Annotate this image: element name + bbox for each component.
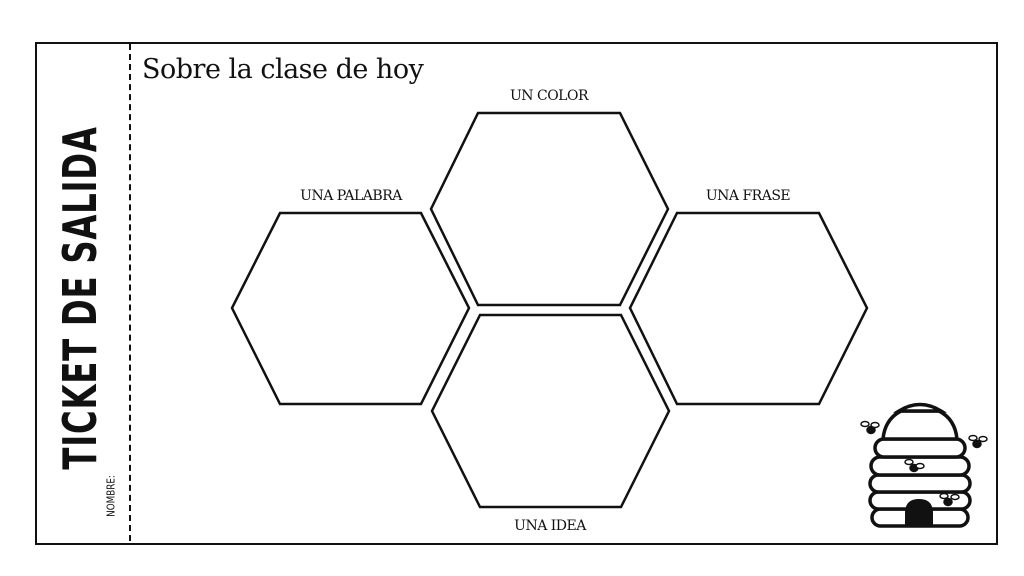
bee-icon bbox=[904, 458, 925, 473]
label-un-color: UN COLOR bbox=[509, 88, 589, 104]
hexagon-una-idea[interactable] bbox=[430, 313, 671, 509]
exit-ticket-frame bbox=[35, 42, 998, 545]
label-una-frase: UNA FRASE bbox=[705, 188, 791, 204]
hexagon-una-frase[interactable] bbox=[628, 211, 869, 406]
hexagon-una-palabra[interactable] bbox=[230, 211, 471, 406]
bee-icon bbox=[860, 420, 880, 435]
hexagon-un-color[interactable] bbox=[429, 111, 670, 307]
bee-icon bbox=[968, 434, 988, 449]
label-una-idea: UNA IDEA bbox=[514, 518, 586, 534]
label-una-palabra: UNA PALABRA bbox=[300, 188, 402, 204]
bee-icon bbox=[939, 492, 960, 507]
beehive-icon bbox=[860, 402, 988, 528]
page-subtitle: Sobre la clase de hoy bbox=[142, 54, 424, 85]
cut-line-divider bbox=[129, 44, 131, 541]
